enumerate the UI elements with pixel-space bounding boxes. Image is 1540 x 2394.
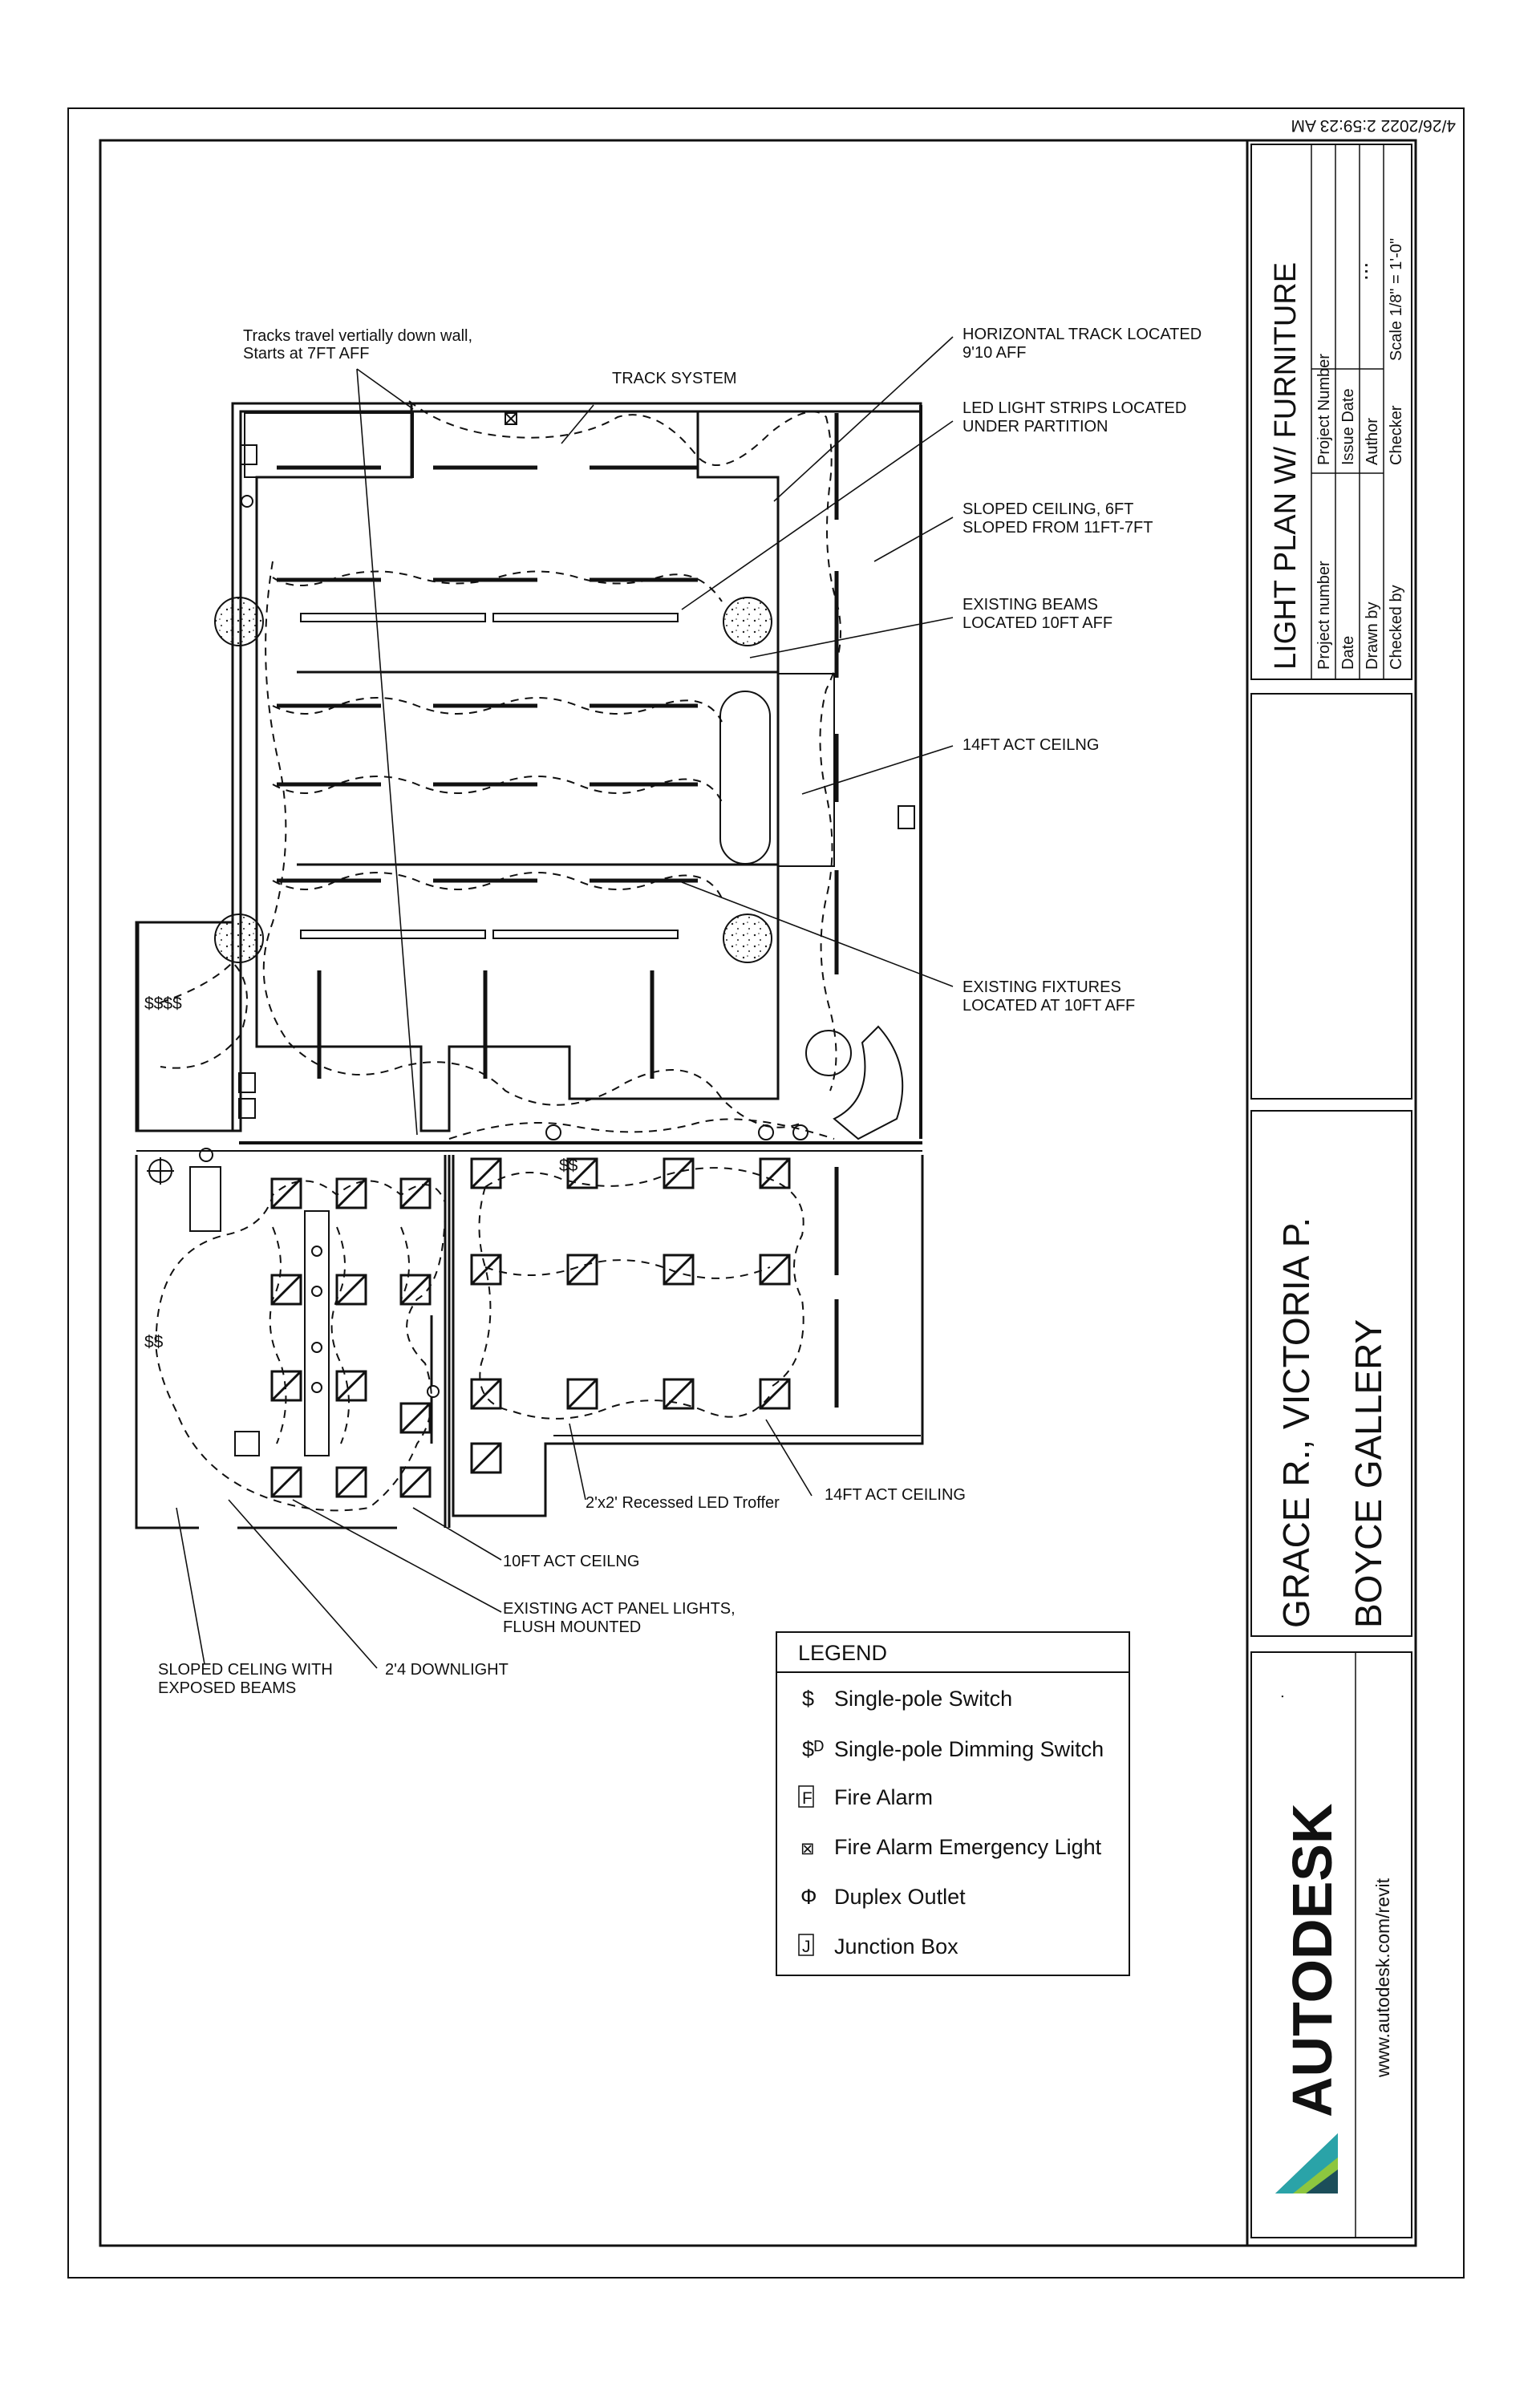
junction-box-icon bbox=[238, 1072, 256, 1093]
switch-icon: $$$$ bbox=[144, 994, 182, 1013]
junction-box-icon bbox=[798, 1934, 814, 1956]
column bbox=[214, 913, 264, 963]
troffer-group-left bbox=[270, 1177, 432, 1498]
beams bbox=[297, 670, 778, 866]
website: www.autodesk.com/revit bbox=[1372, 1878, 1393, 2078]
legend-label: Fire Alarm bbox=[834, 1785, 933, 1809]
lower-left-room bbox=[135, 1155, 447, 1529]
legend-label: Single-pole Dimming Switch bbox=[834, 1737, 1104, 1761]
emergency-light-icon: ⊠ bbox=[800, 1840, 815, 1858]
storage-room-wall bbox=[136, 921, 234, 1132]
vertical-fixtures bbox=[317, 970, 654, 1079]
row-value-date: Issue Date bbox=[1339, 388, 1357, 465]
note-act-14ft-lower: 14FT ACT CEILING bbox=[825, 1486, 966, 1504]
legend-label: Fire Alarm Emergency Light bbox=[834, 1835, 1102, 1859]
floor-plan bbox=[135, 402, 924, 1529]
symbols bbox=[147, 412, 915, 1185]
note-existing-fixtures: EXISTING FIXTURES LOCATED AT 10FT AFF bbox=[962, 978, 1135, 1015]
project-name: BOYCE GALLERY bbox=[1348, 1319, 1389, 1628]
legend: LEGEND $ Single-pole Switch $ᴰ Single-po… bbox=[776, 1631, 1130, 1976]
downlights bbox=[241, 495, 808, 1398]
inner-border bbox=[99, 139, 1417, 2247]
cabinet bbox=[189, 1166, 221, 1232]
legend-symbol: F bbox=[802, 1789, 813, 1808]
note-track-system: TRACK SYSTEM bbox=[612, 370, 737, 387]
duplex-outlet-icon bbox=[199, 1148, 213, 1162]
column bbox=[723, 597, 772, 646]
brand-name: AUTODESK bbox=[1281, 1803, 1343, 2117]
switch-icon: $ bbox=[802, 1687, 814, 1711]
troffer-group-right bbox=[470, 1157, 791, 1474]
note-led-strips: LED LIGHT STRIPS LOCATED UNDER PARTITION bbox=[962, 399, 1191, 435]
exterior-wall bbox=[135, 402, 922, 1132]
note-track-vertical: Tracks travel vertially down wall, Start… bbox=[243, 327, 477, 363]
fire-alarm-icon bbox=[798, 1785, 814, 1808]
note-panel-lights: EXISTING ACT PANEL LIGHTS, FLUSH MOUNTED bbox=[503, 1600, 740, 1636]
note-act-10ft: 10FT ACT CEILNG bbox=[503, 1553, 639, 1570]
junction-box-icon bbox=[240, 444, 257, 465]
fixture-rows bbox=[277, 465, 698, 883]
dimming-switch-icon: $$ bbox=[559, 1156, 578, 1175]
row-value-drawn-by: Author bbox=[1364, 418, 1381, 465]
switch-icon: $$ bbox=[144, 1333, 164, 1351]
junction-box-icon bbox=[238, 1098, 256, 1119]
led-strips bbox=[300, 613, 679, 939]
brand-mark: . bbox=[1270, 1694, 1287, 1699]
dashed-tracks bbox=[155, 400, 841, 1512]
note-horizontal-track: HORIZONTAL TRACK LOCATED 9'10 AFF bbox=[962, 326, 1206, 362]
row-value-project-number: Project Number bbox=[1315, 354, 1333, 465]
curved-sofa bbox=[833, 1025, 904, 1140]
outer-border bbox=[67, 107, 1465, 2279]
row-value-checked-by: Checker bbox=[1388, 405, 1405, 465]
duplex-outlet-icon: Ф bbox=[800, 1885, 817, 1909]
row-label-drawn-by: Drawn by bbox=[1364, 602, 1381, 670]
note-sloped-ceiling: SLOPED CEILING, 6FT SLOPED FROM 11FT-7FT bbox=[962, 500, 1153, 537]
legend-title: LEGEND bbox=[798, 1641, 887, 1665]
lower-right-room bbox=[452, 1155, 924, 1517]
column bbox=[723, 913, 772, 963]
note-troffer: 2'x2' Recessed LED Troffer bbox=[586, 1494, 780, 1512]
emergency-light-icon bbox=[505, 412, 517, 425]
column bbox=[214, 597, 264, 646]
row-label-date: Date bbox=[1339, 636, 1357, 670]
sheet-number: ... bbox=[1348, 262, 1372, 281]
note-downlight: 2'4 DOWNLIGHT bbox=[385, 1661, 509, 1679]
row-label-project-number: Project number bbox=[1315, 561, 1333, 670]
timestamp: 4/26/2022 2:59:23 AM bbox=[1291, 116, 1457, 135]
round-table bbox=[805, 1030, 852, 1076]
sheet-title: LIGHT PLAN W/ FURNITURE bbox=[1269, 262, 1303, 670]
legend-symbol: J bbox=[802, 1938, 811, 1956]
legend-label: Single-pole Switch bbox=[834, 1687, 1012, 1711]
equipment bbox=[234, 1431, 260, 1456]
note-sloped-beams: SLOPED CELING WITH EXPOSED BEAMS bbox=[158, 1661, 337, 1697]
scale-text: Scale 1/8" = 1'-0" bbox=[1388, 238, 1405, 361]
designer-names: GRACE R., VICTORIA P. bbox=[1275, 1217, 1317, 1628]
gallery-partition-right bbox=[778, 673, 835, 867]
dimming-switch-icon: $ᴰ bbox=[802, 1737, 824, 1761]
fire-alarm-icon bbox=[898, 805, 915, 829]
display-table bbox=[304, 1210, 330, 1456]
autodesk-logo: AUTODESK . bbox=[1270, 1694, 1343, 2193]
gallery-partition bbox=[255, 403, 780, 1132]
legend-label: Junction Box bbox=[834, 1934, 958, 1959]
title-block bbox=[1246, 140, 1412, 2246]
troffers bbox=[270, 1157, 791, 1498]
note-existing-beams: EXISTING BEAMS LOCATED 10FT AFF bbox=[962, 596, 1112, 632]
legend-label: Duplex Outlet bbox=[834, 1885, 966, 1909]
note-act-14ft-upper: 14FT ACT CEILNG bbox=[962, 736, 1099, 754]
row-label-checked-by: Checked by bbox=[1388, 585, 1405, 670]
bench bbox=[719, 691, 771, 865]
leader-lines bbox=[176, 336, 954, 1669]
